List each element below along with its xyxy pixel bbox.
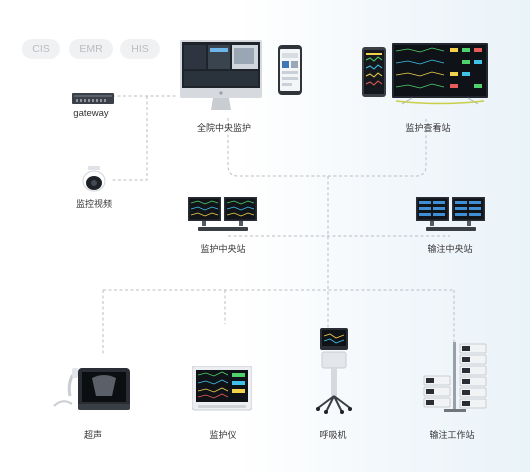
patient-monitor-device — [191, 365, 253, 416]
infusion-central-label: 输注中央站 — [427, 245, 473, 255]
monitoring-central-device — [188, 197, 258, 237]
patient-monitor-label: 监护仪 — [209, 431, 237, 441]
imac-device — [180, 40, 262, 116]
link-top-stations — [227, 118, 427, 177]
ultrasound-device — [52, 366, 132, 416]
ultrasound-label: 超声 — [83, 431, 102, 441]
ventilator-device — [314, 326, 354, 418]
pill-his: HIS — [120, 39, 160, 59]
camera-label: 监控视频 — [75, 200, 112, 210]
infusion-workstation-label: 输注工作站 — [429, 431, 475, 441]
gateway-label: gateway — [73, 108, 109, 119]
ventilator-label: 呼吸机 — [319, 431, 347, 441]
pill-cis: CIS — [22, 39, 60, 59]
link-camera — [112, 96, 148, 181]
central-monitor-label: 全院中央监护 — [196, 124, 251, 134]
viewing-station-label: 监护查看站 — [405, 124, 451, 134]
wide-monitor-device — [392, 43, 488, 109]
monitoring-central-label: 监护中央站 — [200, 245, 246, 255]
gateway-device — [72, 90, 114, 109]
phone-device — [278, 45, 302, 99]
tablet-device — [362, 47, 386, 101]
infusion-workstation-device — [420, 342, 490, 418]
infusion-central-device — [416, 197, 486, 237]
pill-emr: EMR — [69, 39, 113, 59]
camera-device — [82, 166, 106, 196]
